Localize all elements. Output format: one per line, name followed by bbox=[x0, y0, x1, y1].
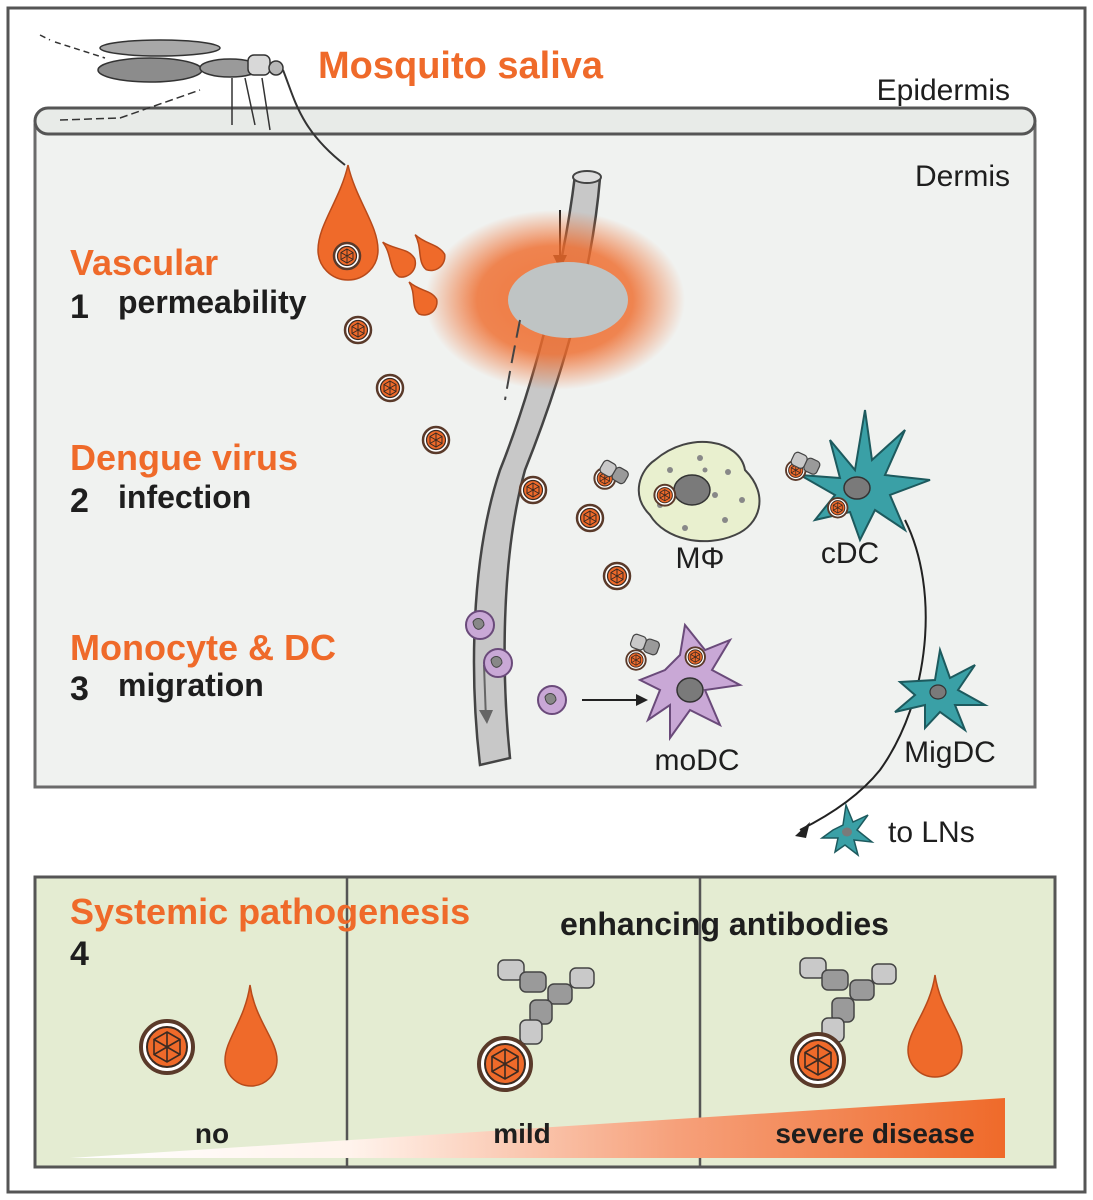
macrophage-label: MΦ bbox=[676, 542, 725, 575]
step-2-number: 2 bbox=[70, 482, 89, 520]
cdc-label: cDC bbox=[821, 537, 879, 570]
severity-severe: severe disease bbox=[775, 1118, 974, 1149]
monocytes bbox=[465, 610, 567, 715]
modc-cell bbox=[625, 622, 744, 742]
step-3-number: 3 bbox=[70, 670, 89, 708]
virus-particle bbox=[790, 1032, 846, 1088]
virus-particle bbox=[602, 561, 632, 591]
to-lns-label: to LNs bbox=[888, 816, 975, 849]
virus-particle bbox=[518, 475, 548, 505]
antibody-bound-virus bbox=[497, 959, 595, 1045]
antibodies-label: enhancing antibodies bbox=[560, 906, 889, 942]
dermis-label: Dermis bbox=[915, 160, 1010, 193]
saliva-drop-icon bbox=[224, 984, 278, 1087]
step-3-title: Monocyte & DC bbox=[70, 627, 336, 668]
cdc-cell bbox=[785, 409, 931, 543]
step-3-subtitle: migration bbox=[118, 667, 264, 703]
step-1-number: 1 bbox=[70, 288, 89, 326]
title: Mosquito saliva bbox=[318, 45, 604, 87]
step-2-subtitle: infection bbox=[118, 479, 251, 515]
severity-gradient bbox=[70, 1098, 1005, 1158]
saliva-drop-icon bbox=[907, 974, 963, 1078]
migration-arrow bbox=[799, 519, 927, 831]
virus-particle bbox=[421, 425, 451, 455]
virus-particle bbox=[343, 315, 373, 345]
macrophage-cell bbox=[593, 440, 761, 543]
virus-particle bbox=[332, 241, 362, 271]
step-1-title: Vascular bbox=[70, 242, 218, 283]
saliva-drops bbox=[317, 164, 446, 316]
lymph-node-dc bbox=[819, 802, 875, 857]
virus-particle bbox=[575, 503, 605, 533]
virus-particle bbox=[139, 1019, 195, 1075]
severity-mild: mild bbox=[493, 1118, 551, 1149]
systemic-number: 4 bbox=[70, 935, 89, 973]
step-1-subtitle: permeability bbox=[118, 284, 307, 320]
virus-particle bbox=[477, 1036, 533, 1092]
leak-core bbox=[508, 262, 628, 338]
migdc-label: MigDC bbox=[904, 736, 996, 769]
epidermis-label: Epidermis bbox=[877, 74, 1010, 107]
mosquito-icon bbox=[39, 34, 346, 166]
step-2-title: Dengue virus bbox=[70, 437, 298, 478]
modc-label: moDC bbox=[654, 744, 739, 777]
migdc-cell bbox=[894, 646, 989, 733]
severity-no: no bbox=[195, 1118, 229, 1149]
epidermis-layer bbox=[33, 106, 1037, 136]
systemic-title: Systemic pathogenesis bbox=[70, 891, 470, 932]
virus-particle bbox=[375, 373, 405, 403]
